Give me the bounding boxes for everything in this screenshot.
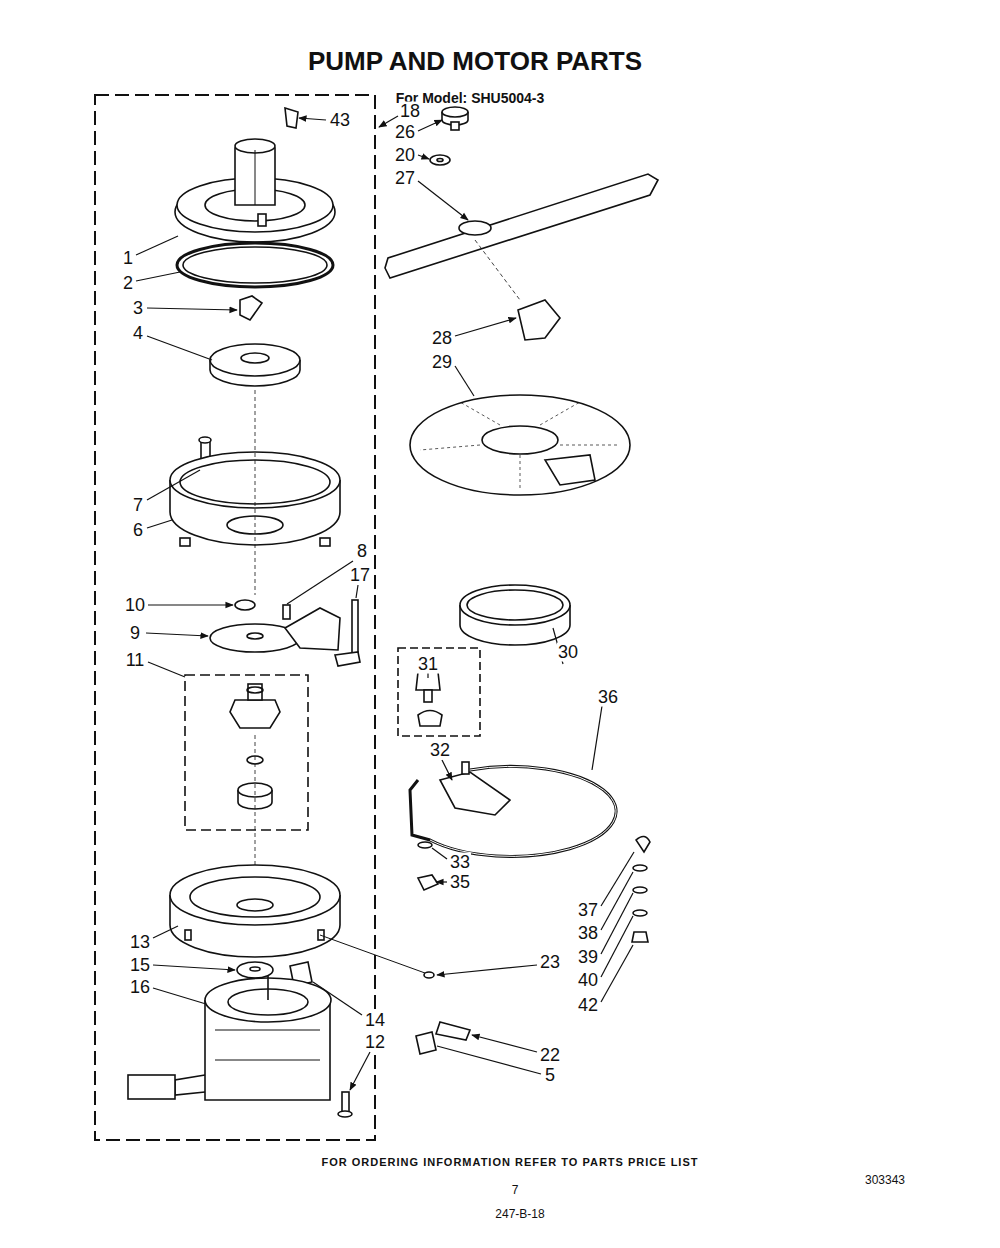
callout-number: 16 bbox=[129, 978, 151, 997]
callout-number: 23 bbox=[539, 953, 561, 972]
callout-number: 14 bbox=[364, 1011, 386, 1030]
callout-number: 5 bbox=[544, 1066, 556, 1085]
callout-number: 43 bbox=[329, 111, 351, 130]
callout-number: 42 bbox=[577, 996, 599, 1015]
callout-number: 26 bbox=[394, 123, 416, 142]
callout-number: 29 bbox=[431, 353, 453, 372]
callout-number: 8 bbox=[356, 542, 368, 561]
callout-number: 33 bbox=[449, 853, 471, 872]
callout-number: 27 bbox=[394, 169, 416, 188]
callout-number: 39 bbox=[577, 948, 599, 967]
callout-number: 9 bbox=[129, 624, 141, 643]
callout-number: 22 bbox=[539, 1046, 561, 1065]
diagram-title: PUMP AND MOTOR PARTS bbox=[307, 48, 643, 75]
callout-number: 40 bbox=[577, 971, 599, 990]
callout-number: 35 bbox=[449, 873, 471, 892]
callout-number: 30 bbox=[557, 643, 579, 662]
callout-number: 15 bbox=[129, 956, 151, 975]
callout-number: 11 bbox=[125, 651, 146, 670]
leader-lines bbox=[136, 116, 634, 1090]
callout-number: 37 bbox=[577, 901, 599, 920]
callout-number: 28 bbox=[431, 329, 453, 348]
exploded-view bbox=[95, 95, 658, 1140]
callout-number: 31 bbox=[417, 655, 439, 674]
callout-number: 2 bbox=[122, 274, 134, 293]
callout-number: 32 bbox=[429, 741, 451, 760]
callout-number: 7 bbox=[132, 496, 144, 515]
callout-number: 20 bbox=[394, 146, 416, 165]
callout-number: 13 bbox=[129, 933, 151, 952]
callout-number: 38 bbox=[577, 924, 599, 943]
callout-number: 17 bbox=[349, 566, 371, 585]
callout-number: 12 bbox=[364, 1033, 386, 1052]
callout-number: 6 bbox=[132, 521, 144, 540]
callout-number: 18 bbox=[399, 102, 421, 121]
callout-number: 36 bbox=[597, 688, 619, 707]
callout-number: 3 bbox=[132, 299, 144, 318]
callout-number: 1 bbox=[122, 249, 134, 268]
note-text: FOR ORDERING INFORMATION REFER TO PARTS … bbox=[321, 1157, 700, 1169]
note-text: 247-B-18 bbox=[494, 1208, 545, 1221]
callout-number: 10 bbox=[124, 596, 146, 615]
callout-number: 4 bbox=[132, 324, 144, 343]
note-text: 7 bbox=[511, 1184, 520, 1197]
note-text: 303343 bbox=[864, 1174, 906, 1187]
